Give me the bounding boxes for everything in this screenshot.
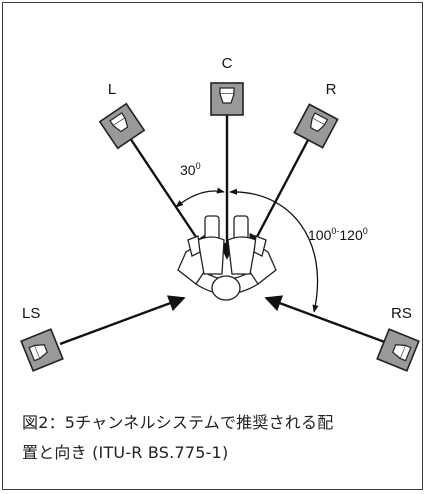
arc-30-degrees [175, 187, 225, 208]
label-ls: LS [22, 305, 40, 322]
label-rs: RS [391, 305, 412, 322]
line-left [129, 137, 207, 254]
speaker-r-icon [293, 103, 339, 149]
speaker-l-icon [98, 102, 146, 150]
line-right-surround [264, 295, 391, 346]
arc-100-120-degrees [229, 188, 319, 313]
figure-caption: 図2：5チャンネルシステムで推奨される配 置と向き (ITU-R BS.775-… [22, 408, 412, 468]
label-l: L [108, 81, 116, 98]
label-r: R [326, 81, 337, 98]
angle-100-120-label: 1000-1200 [308, 226, 368, 243]
caption-line-2: 置と向き (ITU-R BS.775-1) [22, 443, 229, 462]
speaker-c-icon [210, 82, 244, 116]
speaker-rs-icon [376, 328, 420, 372]
speaker-ls-icon [20, 328, 64, 372]
line-left-surround [59, 295, 186, 346]
label-c: C [222, 55, 233, 72]
caption-line-1: 図2：5チャンネルシステムで推奨される配 [22, 413, 334, 432]
angle-30-label: 300 [180, 161, 201, 178]
